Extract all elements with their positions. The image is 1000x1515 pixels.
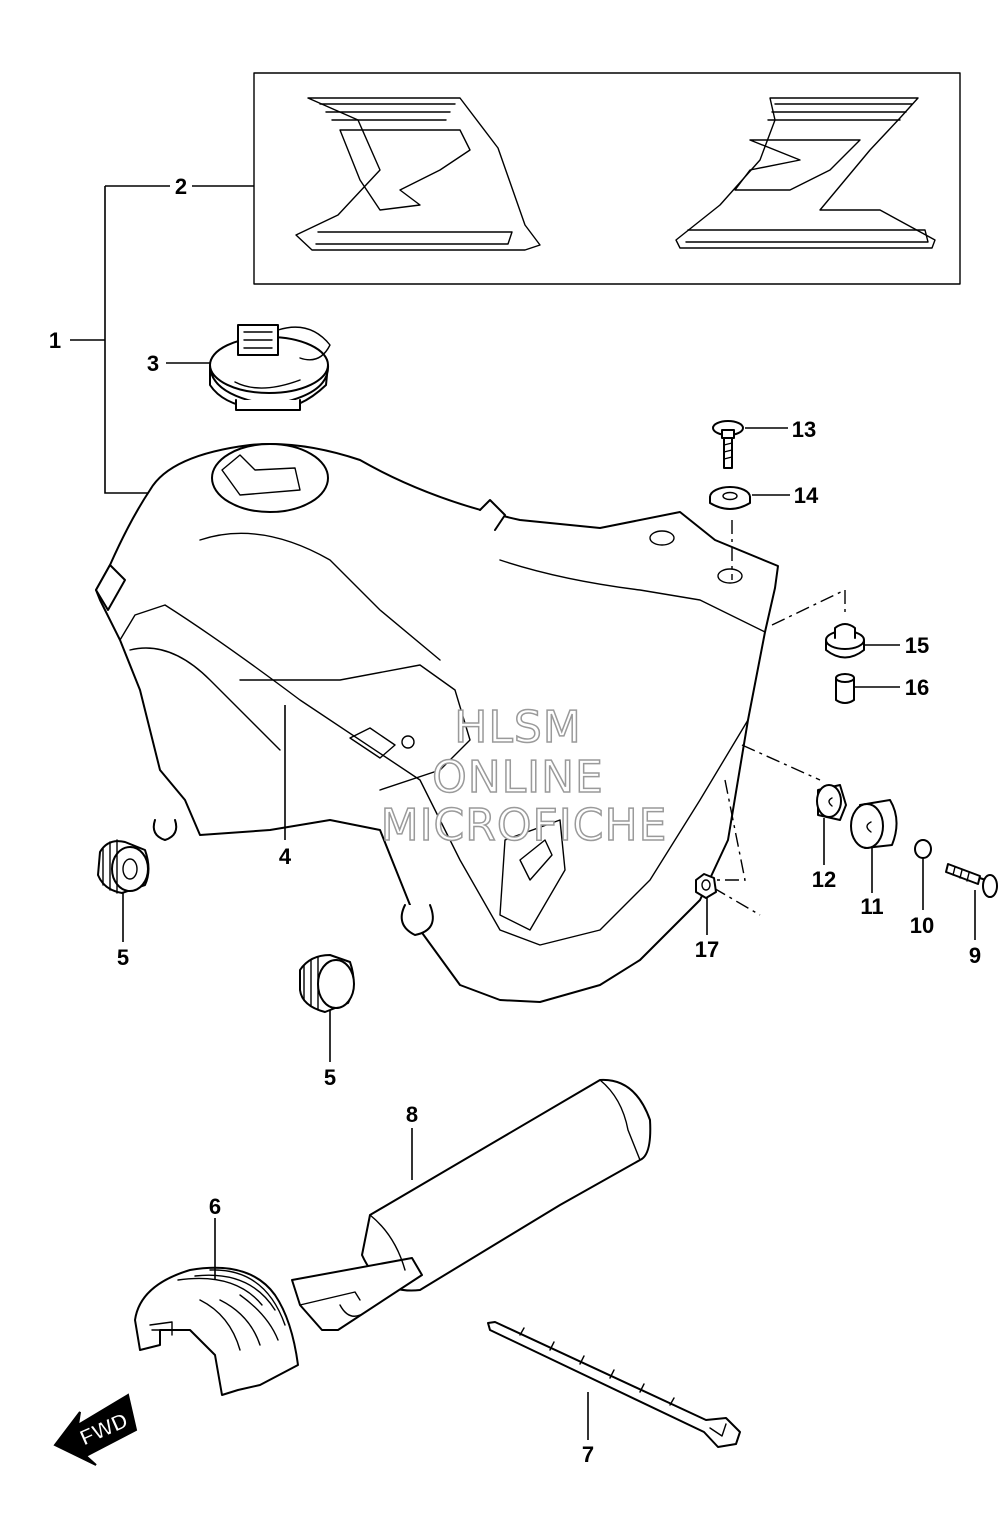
washer-14 [709,486,751,510]
callout-2: 2 [175,174,187,199]
protector-tube-8 [291,1078,652,1331]
decal-right [675,97,936,249]
callout-9: 9 [969,943,981,968]
callout-7: 7 [582,1442,594,1467]
bolt-13 [712,420,744,469]
callout-1: 1 [49,328,61,353]
watermark: HLSM ONLINE MICROFICHE [380,701,668,852]
callout-4: 4 [279,844,292,869]
collar-10 [914,839,932,859]
cushion-15 [825,623,865,659]
fuel-cock-recess [499,819,566,931]
watermark-line-2: ONLINE [432,752,604,803]
callout-12: 12 [812,867,836,892]
bracket-line-1 [104,186,155,494]
callout-13: 13 [792,417,816,442]
callout-15: 15 [905,633,929,658]
cushion-12 [816,784,847,821]
forward-direction-arrow: FWD [53,1393,138,1466]
callout-8: 8 [406,1102,418,1127]
grommet-5-left [97,839,150,894]
callout-10: 10 [910,913,934,938]
fuel-tank [95,443,779,1003]
protector-clamp-6 [134,1266,299,1396]
decal-left [295,97,541,251]
callout-17: 17 [695,937,719,962]
bolt-9 [945,863,998,898]
callout-5a: 5 [117,945,129,970]
watermark-line-3: MICROFICHE [381,800,668,851]
callout-16: 16 [905,675,929,700]
filler-neck [211,443,329,513]
fuel-cap [209,324,331,411]
decal-frame [253,72,961,285]
callout-6: 6 [209,1194,221,1219]
callout-14: 14 [794,483,819,508]
callout-11: 11 [860,894,883,919]
callout-5b: 5 [324,1065,336,1090]
collar-16 [835,673,855,704]
tank-body [95,443,779,1003]
decal-set [253,72,961,285]
grommet-5-right [299,954,355,1013]
cable-tie-7 [487,1321,741,1448]
watermark-line-1: HLSM [454,702,582,753]
cushion-11 [850,799,898,849]
fwd-arrow-icon [53,1393,138,1466]
callout-3: 3 [147,351,159,376]
nut-17 [695,873,717,899]
